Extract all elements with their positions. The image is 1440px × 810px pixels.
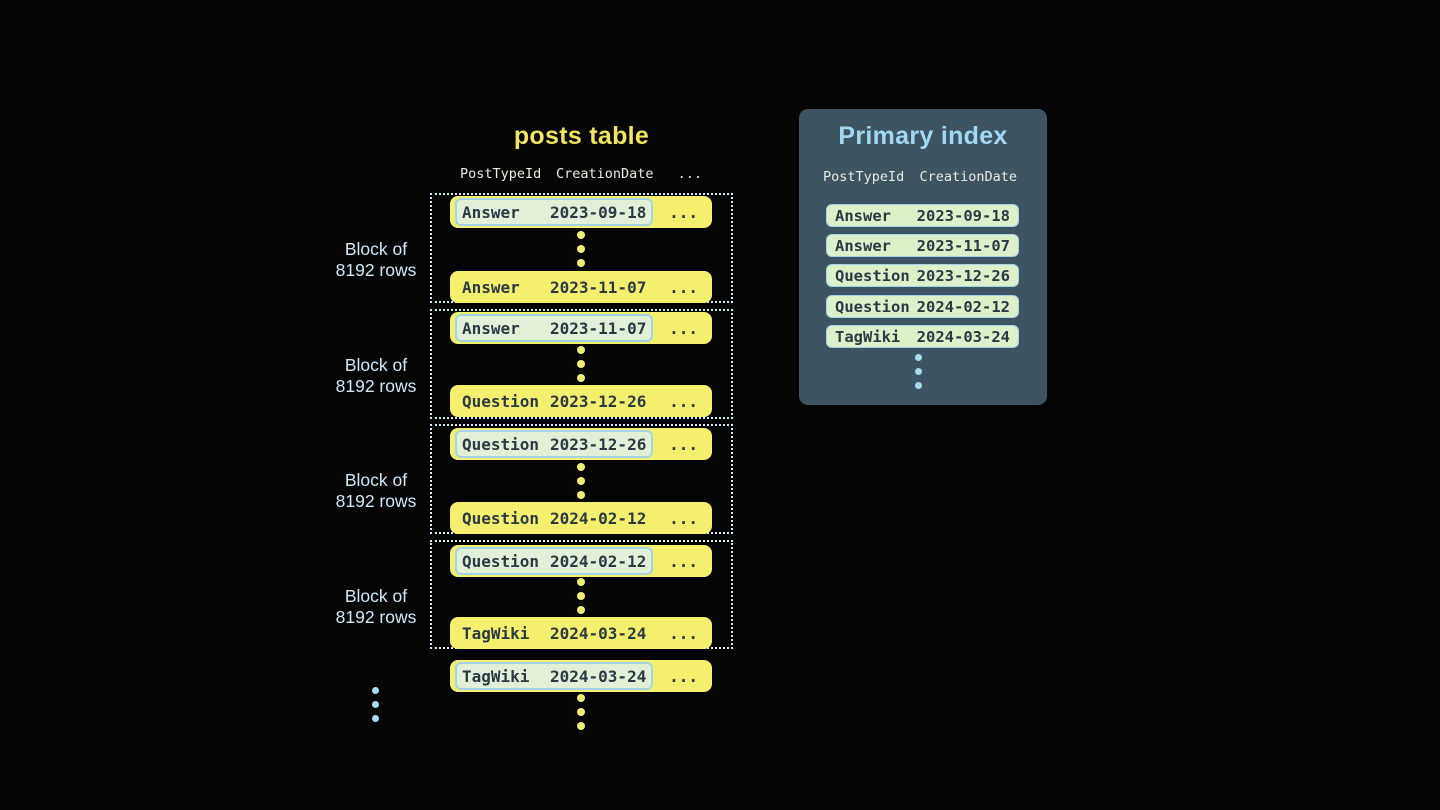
indexed-row-highlight: Question 2023-12-26: [455, 430, 654, 458]
indexed-row-highlight: Answer 2023-11-07: [455, 314, 654, 342]
table-row-block3-first: Question 2023-12-26 ...: [450, 428, 712, 460]
block-label-3: Block of 8192 rows: [296, 470, 456, 512]
post-type-cell: Answer: [835, 236, 891, 255]
post-type-cell: Answer: [835, 206, 891, 225]
more-rows-dots-icon: [577, 346, 585, 382]
column-header-posttypeid: PostTypeId: [460, 166, 542, 182]
creation-date-cell: 2024-03-24: [550, 666, 647, 686]
creation-date-cell: 2024-02-12: [550, 551, 647, 571]
table-row-block2-last: Question 2023-12-26 ...: [450, 385, 712, 417]
column-header-creationdate: CreationDate: [919, 169, 1017, 185]
creation-date-cell: 2023-09-18: [550, 202, 647, 222]
ellipsis-cell: ...: [669, 623, 698, 643]
more-rows-dots-icon: [577, 231, 585, 267]
block-label-line1: Block of: [344, 239, 408, 259]
ellipsis-cell: ...: [669, 277, 698, 297]
more-rows-dots-icon: [577, 578, 585, 614]
creation-date-cell: 2024-03-24: [916, 327, 1010, 346]
column-header-posttypeid: PostTypeId: [823, 169, 905, 185]
index-entry: TagWiki 2024-03-24: [826, 325, 1019, 348]
ellipsis-cell: ...: [669, 202, 698, 222]
creation-date-cell: 2023-09-18: [916, 206, 1010, 225]
more-blocks-dots-icon: [372, 687, 379, 722]
block-label-line2: 8192 rows: [335, 376, 417, 396]
column-header-ellipsis: ...: [677, 166, 702, 182]
post-type-cell: TagWiki: [462, 623, 530, 643]
ellipsis-cell: ...: [669, 551, 698, 571]
ellipsis-cell: ...: [669, 391, 698, 411]
post-type-cell: Question: [462, 551, 540, 571]
row-cells: Question 2023-12-26: [455, 387, 653, 415]
indexed-row-highlight: Answer 2023-09-18: [455, 198, 654, 226]
row-cells: TagWiki 2024-03-24: [455, 619, 653, 647]
posts-table-column-headers: PostTypeId CreationDate ...: [450, 166, 712, 182]
post-type-cell: Question: [835, 266, 910, 285]
table-row-block4-first: Question 2024-02-12 ...: [450, 545, 712, 577]
creation-date-cell: 2023-12-26: [550, 391, 647, 411]
primary-index-title: Primary index: [838, 122, 1008, 150]
indexed-row-highlight: TagWiki 2024-03-24: [455, 662, 654, 690]
creation-date-cell: 2023-11-07: [550, 318, 647, 338]
post-type-cell: Question: [462, 434, 540, 454]
column-header-creationdate: CreationDate: [556, 166, 654, 182]
ellipsis-cell: ...: [669, 318, 698, 338]
indexed-row-highlight: Question 2024-02-12: [455, 547, 654, 575]
table-row-overflow: TagWiki 2024-03-24 ...: [450, 660, 712, 692]
more-rows-dots-icon: [577, 463, 585, 499]
post-type-cell: Answer: [462, 202, 520, 222]
row-cells: Question 2024-02-12: [455, 504, 653, 532]
post-type-cell: TagWiki: [835, 327, 901, 346]
creation-date-cell: 2023-12-26: [916, 266, 1010, 285]
index-entry: Answer 2023-11-07: [826, 234, 1019, 257]
ellipsis-cell: ...: [669, 508, 698, 528]
post-type-cell: Question: [462, 508, 540, 528]
block-label-1: Block of 8192 rows: [296, 239, 456, 281]
primary-index-column-headers: PostTypeId CreationDate: [823, 169, 1017, 185]
index-entry: Question 2024-02-12: [826, 295, 1019, 318]
row-cells: Answer 2023-11-07: [455, 273, 653, 301]
primary-index-panel: Primary index PostTypeId CreationDate An…: [799, 109, 1047, 405]
creation-date-cell: 2023-12-26: [550, 434, 647, 454]
block-label-2: Block of 8192 rows: [296, 355, 456, 397]
ellipsis-cell: ...: [669, 666, 698, 686]
table-row-block3-last: Question 2024-02-12 ...: [450, 502, 712, 534]
index-entry: Question 2023-12-26: [826, 264, 1019, 287]
block-label-line2: 8192 rows: [335, 607, 417, 627]
more-rows-dots-icon: [577, 694, 585, 730]
table-row-block4-last: TagWiki 2024-03-24 ...: [450, 617, 712, 649]
post-type-cell: Question: [462, 391, 540, 411]
block-label-line1: Block of: [344, 355, 408, 375]
block-label-line2: 8192 rows: [335, 491, 417, 511]
block-outline-2: [430, 309, 733, 419]
more-index-entries-dots-icon: [915, 354, 922, 389]
ellipsis-cell: ...: [669, 434, 698, 454]
creation-date-cell: 2024-03-24: [550, 623, 647, 643]
posts-table-title: posts table: [513, 122, 650, 150]
post-type-cell: Answer: [462, 277, 520, 297]
index-entry: Answer 2023-09-18: [826, 204, 1019, 227]
creation-date-cell: 2024-02-12: [550, 508, 647, 528]
block-label-4: Block of 8192 rows: [296, 586, 456, 628]
post-type-cell: TagWiki: [462, 666, 530, 686]
creation-date-cell: 2023-11-07: [916, 236, 1010, 255]
table-row-block1-first: Answer 2023-09-18 ...: [450, 196, 712, 228]
creation-date-cell: 2024-02-12: [916, 297, 1010, 316]
table-row-block2-first: Answer 2023-11-07 ...: [450, 312, 712, 344]
block-label-line1: Block of: [344, 470, 408, 490]
block-label-line1: Block of: [344, 586, 408, 606]
post-type-cell: Answer: [462, 318, 520, 338]
table-row-block1-last: Answer 2023-11-07 ...: [450, 271, 712, 303]
creation-date-cell: 2023-11-07: [550, 277, 647, 297]
block-label-line2: 8192 rows: [335, 260, 417, 280]
post-type-cell: Question: [835, 297, 910, 316]
